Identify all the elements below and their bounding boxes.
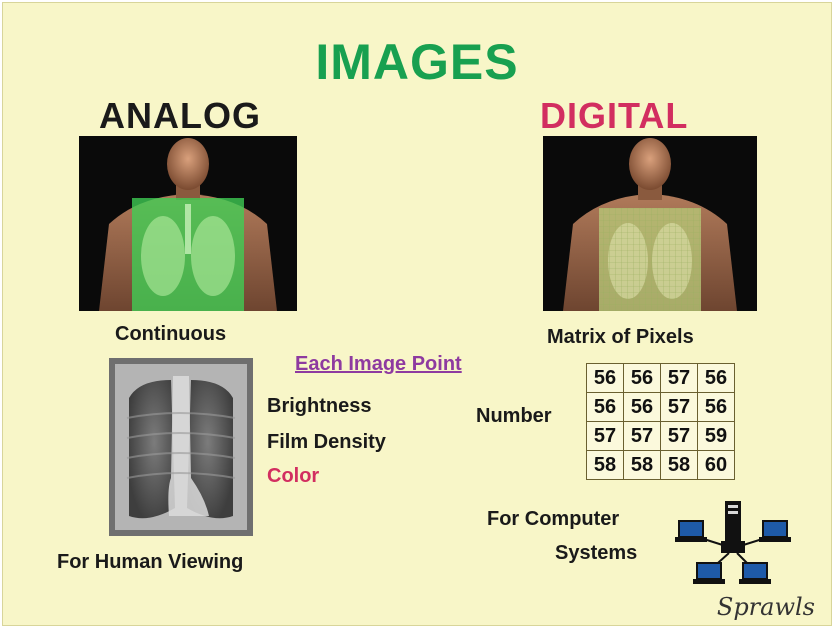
each-image-point-link[interactable]: Each Image Point — [295, 353, 462, 376]
computer-icon — [675, 521, 707, 542]
signature: Sprawls — [717, 593, 815, 621]
analog-caption: Continuous — [115, 323, 226, 346]
analog-footer: For Human Viewing — [57, 551, 243, 574]
analog-heading: ANALOG — [99, 95, 261, 137]
pixel-cell: 57 — [587, 422, 624, 451]
pixel-matrix: 56 56 57 56 56 56 57 56 57 57 57 59 58 5… — [586, 363, 735, 480]
number-label: Number — [476, 405, 552, 428]
item-brightness: Brightness — [267, 395, 371, 418]
pixel-cell: 56 — [624, 393, 661, 422]
item-color: Color — [267, 465, 319, 488]
analog-body-image — [79, 136, 297, 311]
pixel-cell: 60 — [698, 451, 735, 480]
matrix-row: 58 58 58 60 — [587, 451, 735, 480]
computer-icon — [759, 521, 791, 542]
pixel-cell: 58 — [587, 451, 624, 480]
digital-footer-line2: Systems — [555, 542, 637, 565]
digital-heading: DIGITAL — [540, 95, 688, 137]
slide-title: IMAGES — [3, 33, 831, 91]
matrix-row: 57 57 57 59 — [587, 422, 735, 451]
pixel-cell: 59 — [698, 422, 735, 451]
pixel-cell: 56 — [587, 393, 624, 422]
digital-body-image — [543, 136, 757, 311]
pixel-cell: 56 — [587, 364, 624, 393]
digital-footer-line1: For Computer — [487, 508, 619, 531]
pixel-cell: 57 — [661, 393, 698, 422]
pixel-cell: 56 — [624, 364, 661, 393]
pixel-cell: 57 — [624, 422, 661, 451]
computer-network-icon — [671, 495, 799, 595]
matrix-row: 56 56 57 56 — [587, 364, 735, 393]
chest-xray-image — [109, 358, 253, 536]
computer-icon — [739, 563, 771, 584]
matrix-row: 56 56 57 56 — [587, 393, 735, 422]
digital-caption: Matrix of Pixels — [547, 326, 694, 349]
pixel-cell: 57 — [661, 422, 698, 451]
item-film-density: Film Density — [267, 431, 386, 454]
pixel-cell: 56 — [698, 364, 735, 393]
pixel-cell: 58 — [624, 451, 661, 480]
pixel-cell: 56 — [698, 393, 735, 422]
pixel-cell: 57 — [661, 364, 698, 393]
pixel-cell: 58 — [661, 451, 698, 480]
computer-icon — [693, 563, 725, 584]
